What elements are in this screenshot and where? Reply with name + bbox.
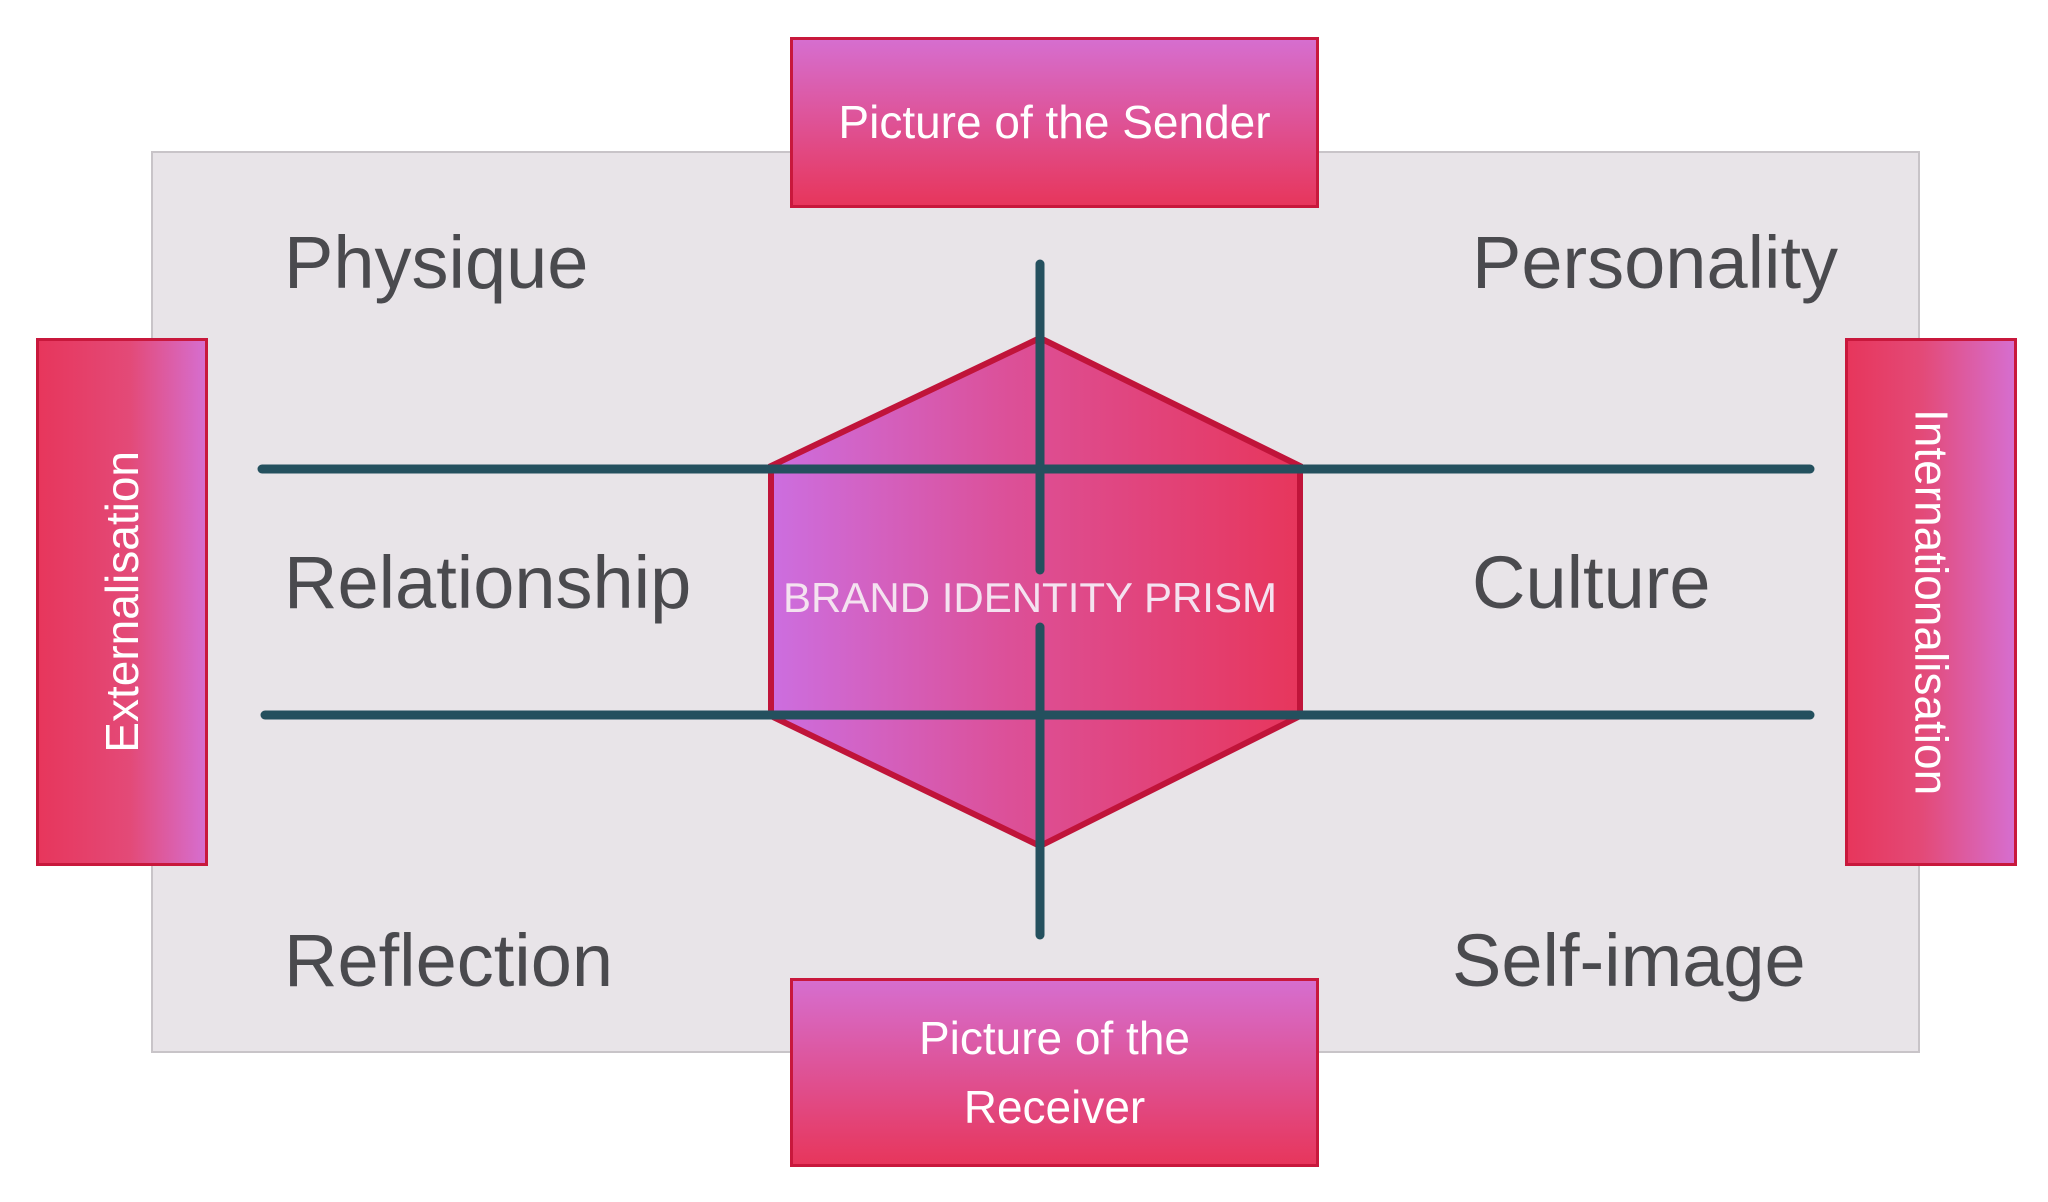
picture-of-sender-box: Picture of the Sender xyxy=(790,37,1319,208)
facet-personality: Personality xyxy=(1472,221,1839,304)
externalisation-box: Externalisation xyxy=(36,338,208,866)
picture-of-receiver-label-line2: Receiver xyxy=(963,1080,1146,1133)
externalisation-label: Externalisation xyxy=(95,451,148,753)
picture-of-receiver-box: Picture of the Receiver xyxy=(790,978,1319,1167)
internationalisation-label: Internationalisation xyxy=(1905,408,1958,796)
facet-self-image: Self-image xyxy=(1452,919,1806,1002)
picture-of-sender-label: Picture of the Sender xyxy=(838,96,1271,148)
internationalisation-box: Internationalisation xyxy=(1845,338,2017,866)
facet-reflection: Reflection xyxy=(284,919,614,1002)
picture-of-receiver-label-line1: Picture of the xyxy=(918,1011,1191,1064)
facet-culture: Culture xyxy=(1472,541,1711,624)
facet-relationship: Relationship xyxy=(284,541,692,624)
facet-physique: Physique xyxy=(284,221,589,304)
prism-center-label: BRAND IDENTITY PRISM xyxy=(783,574,1277,621)
